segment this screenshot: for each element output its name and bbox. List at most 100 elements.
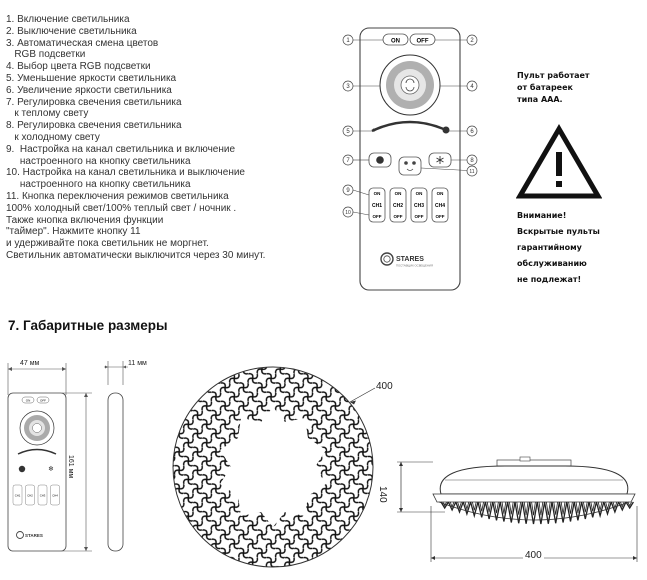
callout-number: 4 <box>470 84 474 90</box>
instruction-item: к холодному свету <box>6 131 100 143</box>
callout-2 <box>466 34 478 46</box>
small-channel-label: CH4 <box>52 494 58 498</box>
remote-side-view <box>104 361 128 552</box>
on-label: ON <box>391 38 400 44</box>
brand-logo: STARES ПОСТАВЩИК ОСВЕЩЕНИЯ <box>380 252 433 268</box>
instruction-item: 3. Автоматическая смена цветов <box>6 37 159 49</box>
instruction-item: 11. Кнопка переключения режимов светильн… <box>6 190 229 202</box>
instruction-item: 6. Увеличение яркости светильника <box>6 84 172 96</box>
instruction-item: 8. Регулировка свечения светильника <box>6 120 182 132</box>
small-channel-button <box>37 484 48 506</box>
channel-name-label: CH2 <box>393 203 403 209</box>
small-brand-logo <box>16 531 24 539</box>
callout-number: 9 <box>346 188 350 194</box>
brightness-min-dot <box>372 128 376 132</box>
remote-height-label: 161 мм <box>67 455 74 479</box>
instruction-item: 100% холодный свет/100% теплый свет / но… <box>6 202 237 214</box>
battery-note-line: типа ААА. <box>517 95 563 104</box>
callout-1 <box>342 34 354 46</box>
on-button[interactable] <box>382 33 409 46</box>
small-channel-button <box>12 484 23 506</box>
side-remote-body <box>107 392 124 552</box>
callout-4 <box>466 80 478 92</box>
warning-line: Вскрытые пульты <box>517 227 600 236</box>
callout-7 <box>342 154 354 166</box>
callout-number: 2 <box>470 38 474 44</box>
brand-tagline: ПОСТАВЩИК ОСВЕЩЕНИЯ <box>396 264 433 268</box>
snowflake-icon <box>436 156 444 164</box>
instruction-item: 9. Настройка на канал светильника и вклю… <box>6 143 236 155</box>
small-channel-button <box>50 484 60 506</box>
channel-name-label: CH4 <box>435 203 445 209</box>
instruction-item: 2. Выключение светильника <box>6 25 137 37</box>
instruction-item: "таймер". Нажмите кнопку 11 <box>6 226 141 238</box>
brightness-max-dot <box>442 126 450 134</box>
instruction-item: к теплому свету <box>6 108 89 120</box>
lamp-side-view <box>397 456 638 562</box>
warning-icon <box>516 124 602 199</box>
warning-line: гарантийному <box>517 243 582 252</box>
channel-off-label: OFF <box>373 214 382 219</box>
mode-button[interactable] <box>398 156 422 176</box>
off-label: OFF <box>417 38 429 44</box>
lamp-height-label: 140 <box>377 486 388 503</box>
channel-2-button[interactable] <box>389 187 407 223</box>
callout-number: 10 <box>345 210 351 216</box>
instruction-item: 7. Регулировка свечения светильника <box>6 96 182 108</box>
battery-note-line: Пульт работает <box>517 71 590 80</box>
channel-3-button[interactable] <box>410 187 428 223</box>
instruction-item: настроенного на кнопку светильника <box>6 179 191 191</box>
small-on-label: ON <box>26 399 31 403</box>
rgb-auto-button[interactable] <box>400 75 420 95</box>
callout-number: 6 <box>470 129 474 135</box>
remote-diagram: ON OFF ONCH1OFFONCH2OFFONCH3OFFONCH4OFF … <box>342 27 478 291</box>
channel-name-label: CH3 <box>414 203 424 209</box>
small-brand-name: STARES <box>25 533 43 538</box>
callout-number: 8 <box>470 158 474 164</box>
callout-number: 3 <box>346 84 350 90</box>
brightness-slider[interactable] <box>371 120 449 133</box>
instruction-item: 4. Выбор цвета RGB подсветки <box>6 61 151 73</box>
small-off-label: OFF <box>40 399 46 403</box>
brand-name: STARES <box>396 256 424 263</box>
instruction-item: 10. Настройка на канал светильника и вык… <box>6 167 245 179</box>
warning-line: не подлежат! <box>517 275 582 284</box>
channel-on-label: ON <box>416 191 423 196</box>
lamp-outline <box>172 366 374 568</box>
small-snowflake-icon: ❄ <box>48 465 54 473</box>
lamp-rim <box>432 493 636 503</box>
channel-off-label: OFF <box>415 214 424 219</box>
channel-1-button[interactable] <box>368 187 386 223</box>
callout-number: 1 <box>346 38 350 44</box>
battery-note-line: от батареек <box>517 83 573 92</box>
instruction-item: Светильник автоматически выключится чере… <box>6 249 266 261</box>
warm-light-icon <box>376 156 384 164</box>
lamp-diameter-side-label: 400 <box>523 550 544 561</box>
channel-on-label: ON <box>437 191 444 196</box>
warning-line: Внимание! <box>517 211 567 220</box>
warning-note: Внимание! Вскрытые пульты гарантийному о… <box>517 208 600 288</box>
callout-11 <box>466 165 478 177</box>
channel-off-label: OFF <box>436 214 445 219</box>
off-button[interactable] <box>409 33 436 46</box>
rgb-cycle-icon <box>405 78 415 92</box>
channel-name-label: CH1 <box>372 203 382 209</box>
channel-4-button[interactable] <box>431 187 449 223</box>
callout-9 <box>342 184 354 196</box>
remote-width-label: 47 мм <box>20 360 40 367</box>
lamp-diameter-top-label: 400 <box>376 381 393 392</box>
mode-icon <box>404 161 408 165</box>
lamp-pattern <box>173 367 373 567</box>
instruction-item: и удерживайте пока светильник не моргнет… <box>6 238 209 250</box>
lamp-top-view <box>172 366 376 568</box>
channel-on-label: ON <box>395 191 402 196</box>
small-channel-label: CH2 <box>27 494 33 498</box>
lamp-mount <box>496 459 572 467</box>
lamp-side-lattice <box>440 501 634 525</box>
callout-5 <box>342 125 354 137</box>
warning-line: обслуживанию <box>517 259 587 268</box>
